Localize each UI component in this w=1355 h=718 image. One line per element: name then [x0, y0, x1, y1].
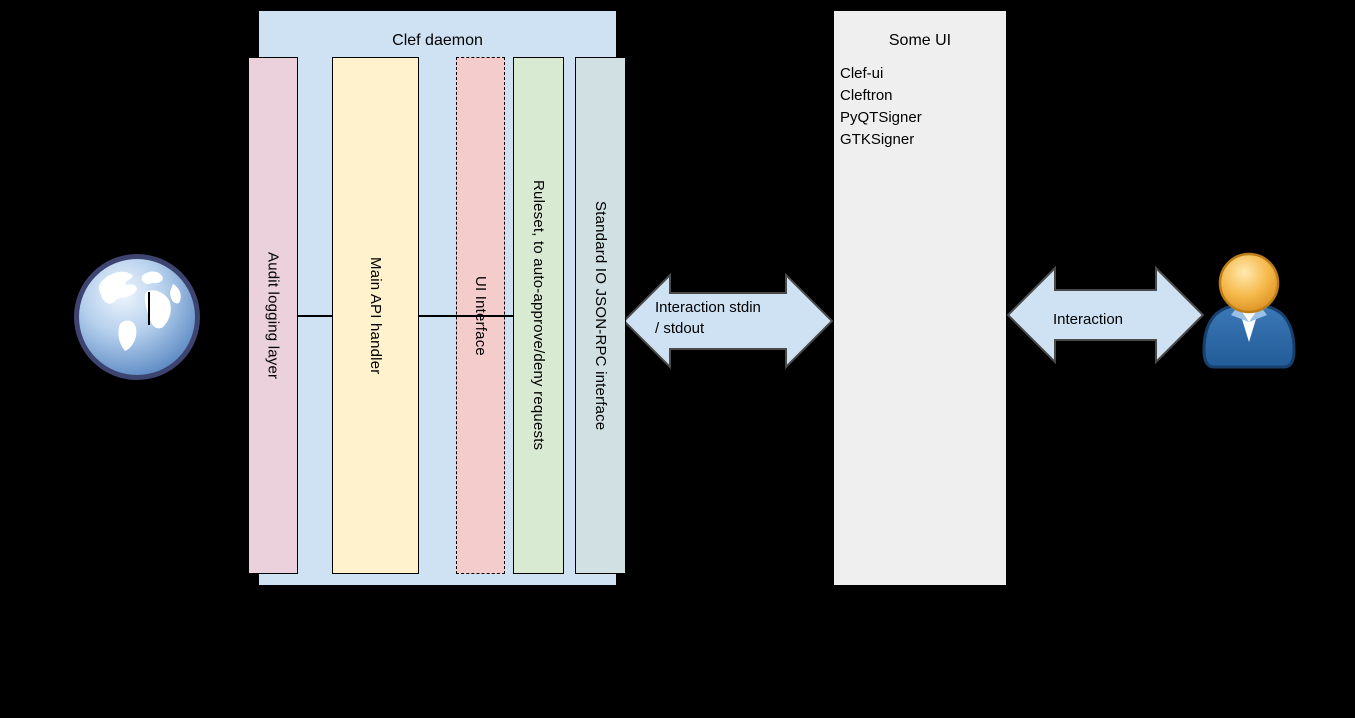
- arrow-label-stdin-line1: Interaction stdin: [655, 299, 761, 316]
- bar-main-api-handler: Main API handler: [332, 57, 419, 574]
- bar-main-api-handler-label: Main API handler: [367, 256, 384, 375]
- connector-api-to-ruleset: [418, 315, 513, 317]
- user-icon: [1202, 252, 1296, 369]
- list-item-clef-ui: Clef-ui: [840, 65, 884, 82]
- connector-audit-to-api: [297, 315, 332, 317]
- bar-audit-logging-layer-label: Audit logging layer: [264, 251, 282, 380]
- bar-audit-logging-layer: Audit logging layer: [248, 57, 298, 574]
- arrow-label-interaction: Interaction: [1052, 311, 1124, 328]
- arrow-label-stdin-stdout: Interaction stdin / stdout: [655, 297, 761, 339]
- bar-stdio-jsonrpc-interface: Standard IO JSON-RPC interface: [575, 57, 626, 574]
- globe-icon: [74, 254, 200, 380]
- bar-ruleset-label: Ruleset, to auto-approve/deny requests: [530, 180, 547, 451]
- some-ui-list: Clef-ui Cleftron PyQTSigner GTKSigner: [840, 63, 922, 151]
- list-item-gtksigner: GTKSigner: [840, 131, 915, 148]
- bar-ruleset: Ruleset, to auto-approve/deny requests: [513, 57, 564, 574]
- bar-stdio-jsonrpc-interface-label: Standard IO JSON-RPC interface: [592, 200, 609, 431]
- globe-connector-line: [148, 292, 150, 325]
- some-ui-title: Some UI: [888, 32, 952, 49]
- list-item-pyqtsigner: PyQTSigner: [840, 109, 922, 126]
- arrow-daemon-ui: [622, 272, 834, 370]
- arrow-ui-user: [1006, 265, 1205, 365]
- some-ui-box: Some UI: [832, 9, 1008, 587]
- clef-daemon-title: Clef daemon: [392, 32, 483, 49]
- list-item-cleftron: Cleftron: [840, 87, 893, 104]
- arrow-label-stdin-line2: / stdout: [655, 320, 705, 337]
